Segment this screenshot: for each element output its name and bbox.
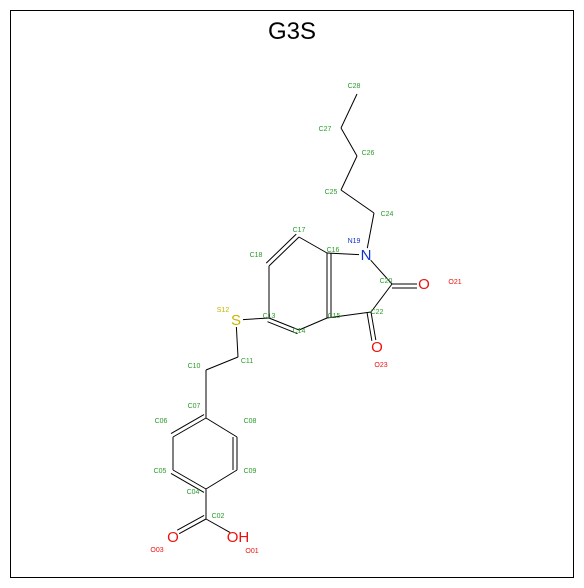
bond-c02-o01 [205,518,231,534]
bond-c05-c04 [172,469,207,490]
atom-label-c08: C08 [244,418,257,425]
atom-label-c06: C06 [155,418,168,425]
atom-label-c20: C20 [380,278,393,285]
bond-c22-o23-double [366,312,373,341]
atom-label-c24: C24 [381,211,394,218]
atom-label-c14: C14 [293,328,306,335]
atom-label-c10: C10 [188,363,201,370]
bond-c26-c25 [340,155,358,191]
bond-c20-c22 [370,283,393,313]
bond-c14-c15 [298,317,328,331]
bond-c13-c14-double [267,321,298,335]
atom-label-c13: C13 [263,313,276,320]
atom-symbol-n19: N [361,247,372,264]
bond-n19-c16 [326,252,360,256]
bond-c07-c06 [172,417,207,438]
bond-c22-o23 [370,311,377,341]
atom-label-o01: O01 [245,548,258,555]
atom-label-c02: C02 [212,513,225,520]
diagram-frame [10,10,574,578]
bond-c17-c18-double [265,233,297,264]
atom-label-s12: S12 [217,307,230,314]
bond-layer [170,93,417,535]
bond-c25-c24 [340,189,375,214]
bond-n19-c20 [370,259,393,285]
atom-label-c09: C09 [244,468,257,475]
bond-c07-c08 [205,417,238,438]
bond-c05-c04-double [170,473,205,493]
atom-label-c07: C07 [188,403,201,410]
atom-label-c22: C22 [371,309,384,316]
atom-label-c26: C26 [362,150,375,157]
atom-label-c04: C04 [187,489,200,496]
bond-c28-c27 [340,93,358,129]
bond-c13-c14 [268,317,300,331]
bond-c09-c04 [205,469,238,490]
bond-c17-c18 [268,236,300,267]
bond-s12-c11 [235,326,239,358]
atom-label-c25: C25 [325,189,338,196]
bond-c11-c10 [205,356,239,371]
atom-symbol-o23: O [371,339,383,356]
atom-label-n19: N19 [348,238,361,245]
bond-c24-n19 [366,212,375,249]
atom-label-c18: C18 [250,252,263,259]
atom-label-o03: O03 [150,547,163,554]
atom-label-o21: O21 [448,279,461,286]
atom-label-o23: O23 [374,362,387,369]
atom-label-c17: C17 [293,227,306,234]
atom-symbol-s12: S [231,312,241,329]
bond-c22-c15 [326,311,372,319]
bond-c16-c17 [298,236,328,254]
molecule-title: G3S [267,18,317,45]
bond-c27-c26 [340,127,358,157]
atom-label-c28: C28 [348,83,361,90]
bond-c02-o03 [178,518,207,535]
atom-symbol-o21: O [418,276,430,293]
bond-c07-c06-double [170,414,205,434]
atom-symbol-o03: O [167,529,179,546]
atom-symbol-o01: OH [227,529,250,546]
atom-label-c16: C16 [327,247,340,254]
atom-label-c05: C05 [154,468,167,475]
bond-c02-o03-double [176,515,205,531]
atom-label-c27: C27 [319,126,332,133]
bond-c13-s12 [242,317,270,321]
atom-label-c11: C11 [241,358,253,365]
atom-label-c15: C15 [328,313,341,320]
